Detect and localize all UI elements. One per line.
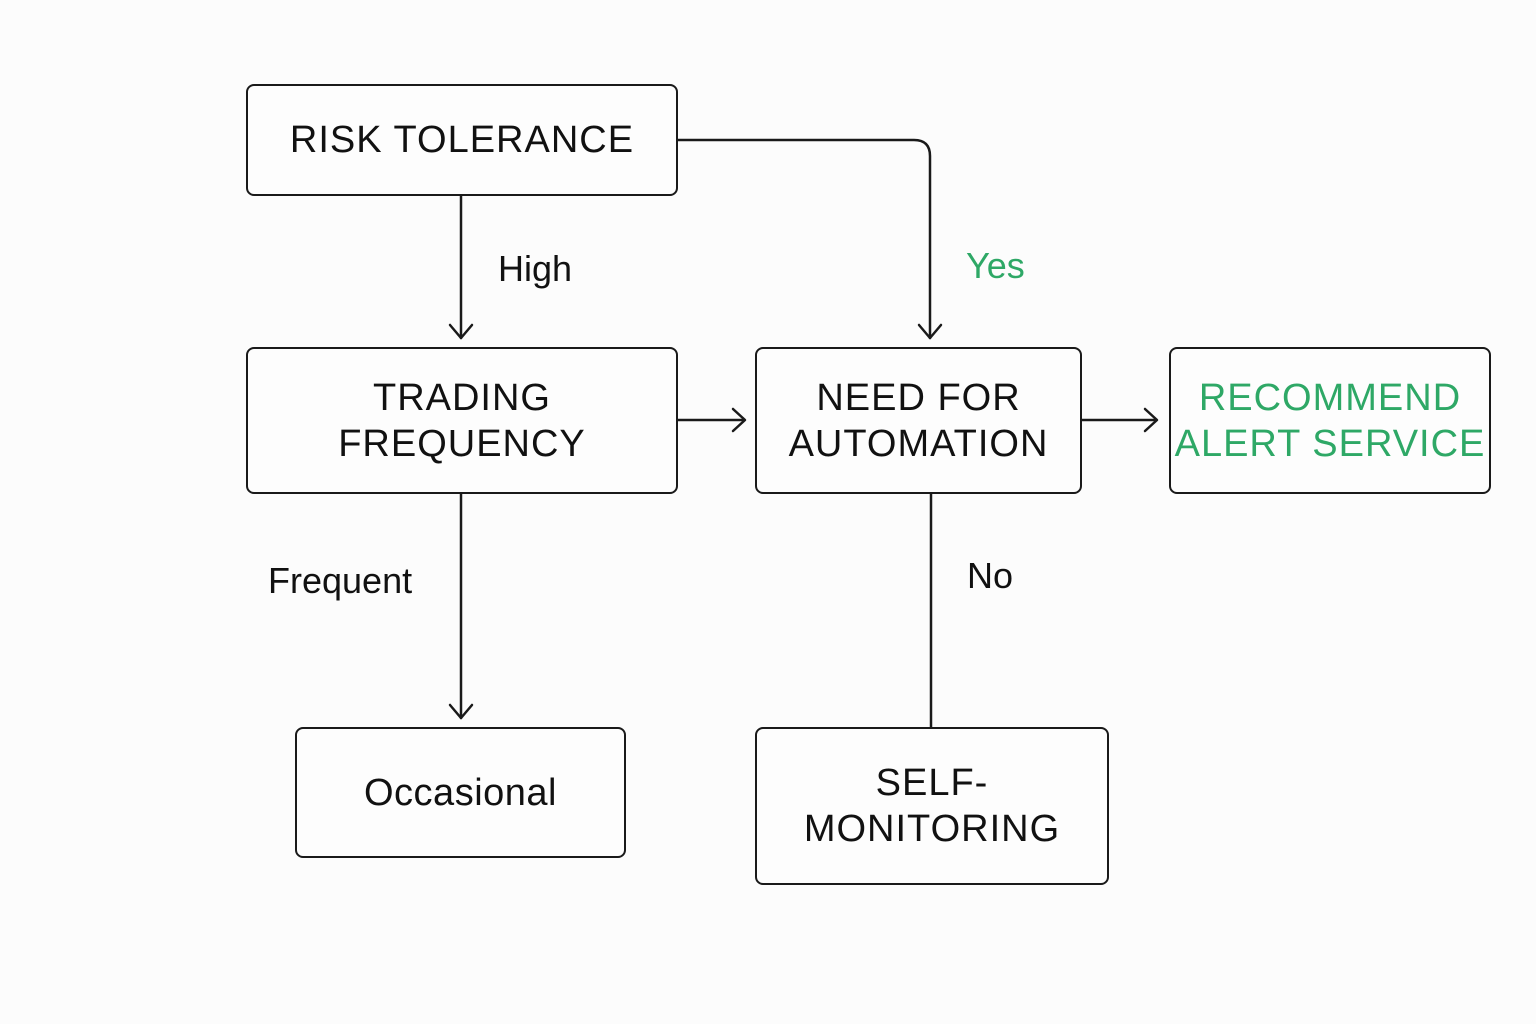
arrowhead-risk-to-automation <box>917 323 943 340</box>
node-need-for-automation-label: NEED FOR AUTOMATION <box>788 376 1049 465</box>
node-risk-tolerance-label: RISK TOLERANCE <box>289 119 635 161</box>
node-occasional-label: Occasional <box>364 771 557 814</box>
node-trading-frequency: TRADING FREQUENCY <box>246 347 678 494</box>
node-recommend-alert-service-label: RECOMMEND ALERT SERVICE <box>1174 376 1486 465</box>
edge-label-frequent: Frequent <box>268 560 413 601</box>
node-self-monitoring: SELF- MONITORING <box>755 727 1109 885</box>
arrowhead-trading-to-automation <box>731 407 747 433</box>
arrowhead-automation-to-recommend <box>1143 407 1159 433</box>
node-self-monitoring-label: SELF- MONITORING <box>803 762 1061 850</box>
arrowhead-trading-to-occasional <box>448 703 474 720</box>
node-risk-tolerance: RISK TOLERANCE <box>246 84 678 196</box>
node-occasional: Occasional <box>295 727 626 858</box>
edge-label-no: No <box>967 555 1014 596</box>
edge-label-yes: Yes <box>966 245 1025 286</box>
node-recommend-alert-service: RECOMMEND ALERT SERVICE <box>1169 347 1491 494</box>
arrowhead-risk-to-trading <box>448 323 474 340</box>
node-need-for-automation: NEED FOR AUTOMATION <box>755 347 1082 494</box>
edge-label-high: High <box>498 248 573 289</box>
connector-risk-to-automation <box>676 138 932 340</box>
node-trading-frequency-label: TRADING FREQUENCY <box>338 376 586 465</box>
